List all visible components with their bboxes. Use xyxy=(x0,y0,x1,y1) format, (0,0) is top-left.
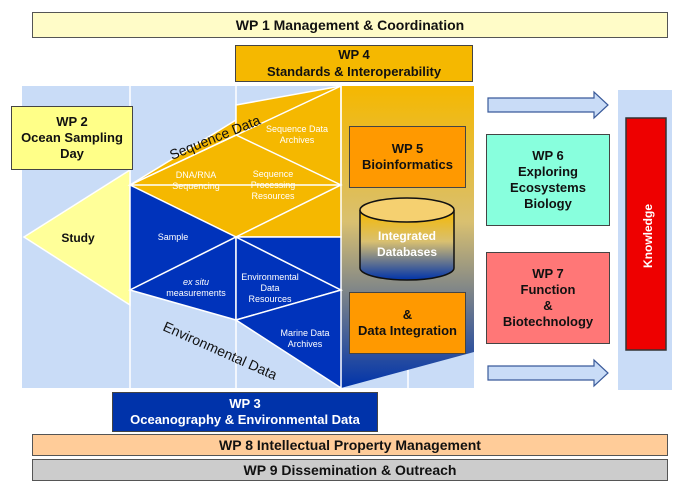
wp6-line1: WP 6 xyxy=(532,147,564,163)
wp1-bar: WP 1 Management & Coordination xyxy=(32,12,668,38)
seq-archives-label-2: Archives xyxy=(280,135,315,145)
data-integration-box: & Data Integration xyxy=(349,292,466,354)
wp8-label: WP 8 Intellectual Property Management xyxy=(219,437,481,453)
sample-label: Sample xyxy=(158,232,189,242)
database-cylinder-body xyxy=(359,210,455,281)
wp3-line2: Oceanography & Environmental Data xyxy=(130,412,360,427)
database-cylinder-top xyxy=(359,197,455,223)
wp2-box: WP 2 Ocean Sampling Day xyxy=(11,106,133,170)
seq-processing-label-3: Resources xyxy=(251,191,295,201)
wp4-line1: WP 4 xyxy=(338,47,370,63)
seq-archives-label-1: Sequence Data xyxy=(266,124,328,134)
marine-archives-label-2: Archives xyxy=(288,339,323,349)
wp7-line3: & xyxy=(543,298,553,313)
wp2-line2: Ocean Sampling xyxy=(21,129,123,145)
wp3-box: WP 3 Oceanography & Environmental Data xyxy=(112,392,378,432)
seq-processing-label-1: Sequence xyxy=(253,169,294,179)
wp6-line3: Ecosystems xyxy=(510,180,586,195)
wp7-line4: Biotechnology xyxy=(502,314,594,330)
wp1-label: WP 1 Management & Coordination xyxy=(235,17,465,33)
ex-situ-label-1: ex situ xyxy=(183,277,209,287)
wp9-bar: WP 9 Dissemination & Outreach xyxy=(32,459,668,481)
wp6-line4: Biology xyxy=(524,196,572,212)
data-integration-line2: Data Integration xyxy=(358,323,457,338)
seq-processing-label-2: Processing xyxy=(251,180,296,190)
env-resources-label-1: Environmental xyxy=(241,272,299,282)
wp7-box: WP 7 Function & Biotechnology xyxy=(486,252,610,344)
knowledge-label: Knowledge xyxy=(641,204,655,268)
database-label-1: Integrated xyxy=(378,229,436,243)
wp9-label: WP 9 Dissemination & Outreach xyxy=(243,462,457,478)
data-integration-line1: & xyxy=(402,306,413,322)
env-extension-cell xyxy=(235,236,342,292)
arrow-bottom xyxy=(487,358,609,388)
wp7-line1: WP 7 xyxy=(532,265,564,281)
wp8-bar: WP 8 Intellectual Property Management xyxy=(32,434,668,456)
wp2-line3: Day xyxy=(60,146,84,162)
wp5-box: WP 5 Bioinformatics xyxy=(349,126,466,188)
sequence-outline xyxy=(129,84,342,186)
wp5-line2: Bioinformatics xyxy=(361,157,453,172)
env-resources-label-3: Resources xyxy=(248,294,292,304)
study-label: Study xyxy=(61,231,95,245)
wp2-line1: WP 2 xyxy=(56,113,88,129)
knowledge-box xyxy=(625,117,667,351)
wp4-box: WP 4 Standards & Interoperability xyxy=(235,45,473,82)
arrow-top xyxy=(487,90,609,120)
dna-rna-label-2: Sequencing xyxy=(172,181,220,191)
marine-archives-cell xyxy=(234,289,342,390)
env-resources-label-2: Data xyxy=(260,283,279,293)
wp6-box: WP 6 Exploring Ecosystems Biology xyxy=(486,134,610,226)
marine-archives-label-1: Marine Data xyxy=(280,328,329,338)
wp5-line1: WP 5 xyxy=(391,140,424,156)
database-label-2: Databases xyxy=(377,245,437,259)
wp7-line2: Function xyxy=(520,281,576,297)
wp6-line2: Exploring xyxy=(518,163,578,179)
wp4-line2: Standards & Interoperability xyxy=(266,63,442,79)
wp3-line1: WP 3 xyxy=(229,395,261,411)
ex-situ-label-2: measurements xyxy=(166,288,226,298)
dna-rna-label-1: DNA/RNA xyxy=(176,170,217,180)
